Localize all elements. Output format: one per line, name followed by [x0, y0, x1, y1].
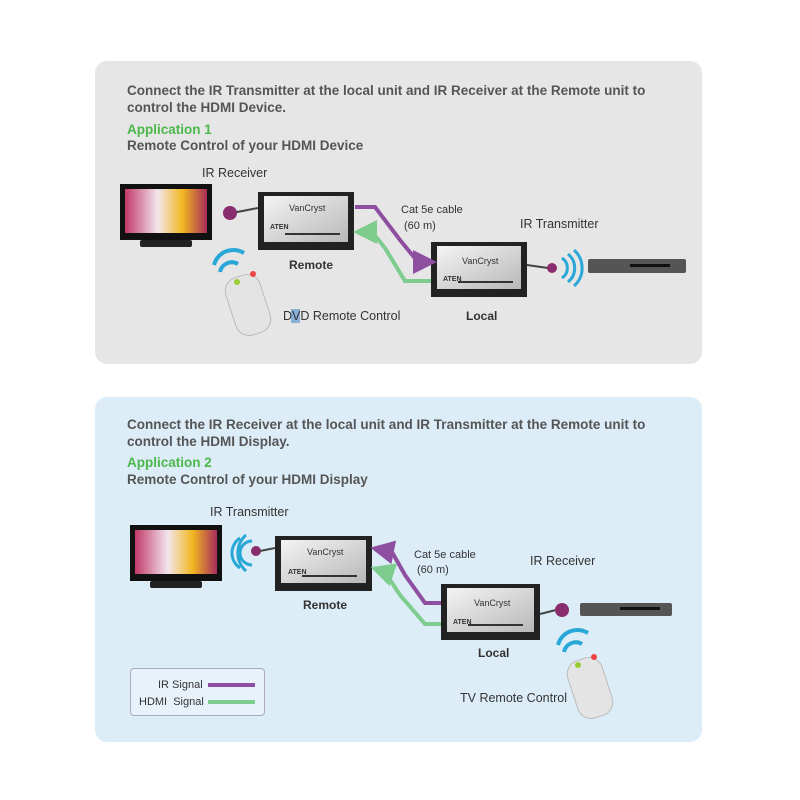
app1-intro: Connect the IR Transmitter at the local … — [127, 83, 646, 115]
ir-receiver-label: IR Receiver — [202, 166, 268, 180]
app2-subtitle: Remote Control of your HDMI Display — [127, 472, 368, 487]
hdmi-signal-line-2 — [370, 563, 441, 626]
dvd-player-1 — [588, 259, 686, 273]
tv-display-1 — [120, 184, 212, 247]
ir-receiver-1 — [223, 206, 259, 220]
app1-title: Application 1 — [127, 122, 212, 137]
legend — [130, 668, 265, 716]
app2-title: Application 2 — [127, 455, 212, 470]
local-label: Local — [466, 309, 498, 323]
hdmi-signal-line-1 — [353, 220, 431, 283]
dvd-player-2 — [580, 603, 672, 616]
brand-label: VanCryst — [462, 256, 499, 266]
tv-remote-2 — [556, 627, 614, 719]
remote-label: Remote — [289, 258, 334, 272]
local-label: Local — [478, 646, 510, 660]
brand-label: VanCryst — [289, 203, 326, 213]
maker-label: ATEN — [453, 619, 472, 626]
brand-label: VanCryst — [307, 547, 344, 557]
ir-signal-line-1 — [355, 205, 437, 274]
local-unit-2 — [441, 584, 540, 640]
maker-label: ATEN — [270, 224, 289, 231]
tv-display-2 — [130, 525, 222, 588]
maker-label: ATEN — [443, 276, 462, 283]
remote-unit-1 — [258, 192, 354, 250]
remote-label: Remote — [303, 598, 348, 612]
tv-remote-label: TV Remote Control — [460, 691, 567, 705]
cable-length-label: (60 m) — [417, 564, 449, 576]
legend-hdmi-label: HDMI Signal — [139, 696, 204, 708]
ir-transmitter-1 — [526, 248, 584, 288]
brand-label: VanCryst — [474, 598, 511, 608]
text-selection-highlight — [291, 309, 300, 323]
app1-subtitle: Remote Control of your HDMI Device — [127, 138, 364, 153]
remote-unit-2 — [275, 536, 372, 591]
dvd-remote-label: DVD Remote Control — [283, 309, 401, 323]
cable-length-label: (60 m) — [404, 220, 436, 232]
ir-transmitter-label: IR Transmitter — [520, 217, 599, 231]
ir-receiver-label: IR Receiver — [530, 554, 596, 568]
cable-label: Cat 5e cable — [414, 549, 476, 561]
cable-label: Cat 5e cable — [401, 204, 463, 216]
dvd-remote-1 — [212, 247, 272, 336]
ir-signal-line-2 — [370, 540, 441, 605]
legend-ir-label: IR Signal — [158, 679, 203, 691]
maker-label: ATEN — [288, 569, 307, 576]
ir-receiver-2 — [539, 603, 569, 617]
local-unit-1 — [431, 242, 527, 297]
ir-transmitter-2 — [230, 533, 276, 573]
ir-transmitter-label: IR Transmitter — [210, 505, 289, 519]
app2-intro: Connect the IR Receiver at the local uni… — [127, 417, 646, 449]
